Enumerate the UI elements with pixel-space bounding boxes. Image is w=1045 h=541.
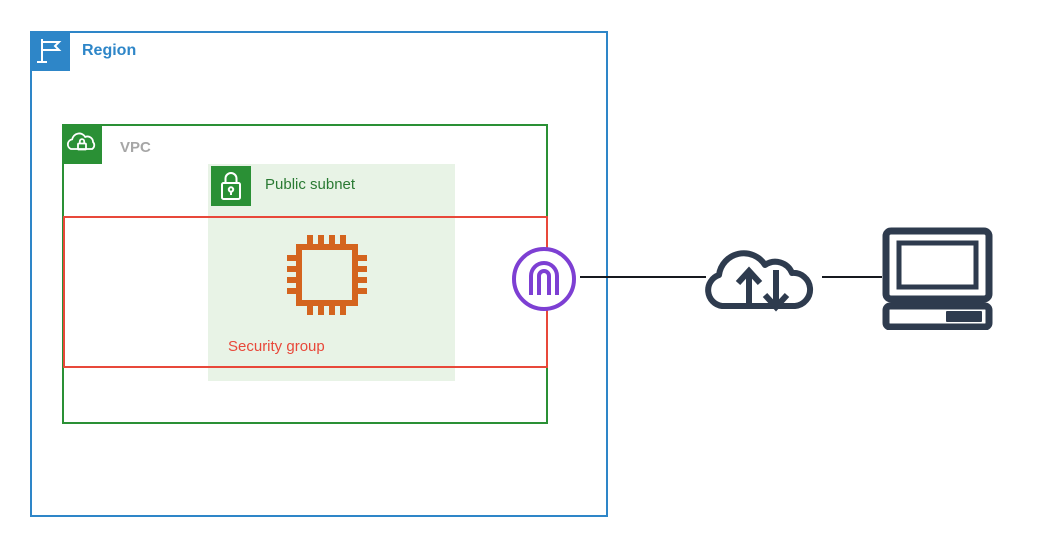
security-group-label: Security group [228, 338, 325, 355]
ec2-instance-icon [280, 228, 374, 322]
padlock-icon [211, 166, 251, 206]
internet-gateway-icon [508, 243, 580, 315]
region-flag-icon [30, 31, 70, 71]
region-label: Region [82, 42, 137, 59]
connector-internet-to-client [822, 276, 882, 278]
vpc-label: VPC [120, 139, 151, 156]
vpc-cloud-lock-icon [62, 124, 102, 164]
connector-gateway-to-internet [580, 276, 706, 278]
public-subnet-label: Public subnet [265, 176, 356, 193]
internet-cloud-icon [704, 240, 824, 318]
desktop-computer-icon [880, 225, 995, 331]
